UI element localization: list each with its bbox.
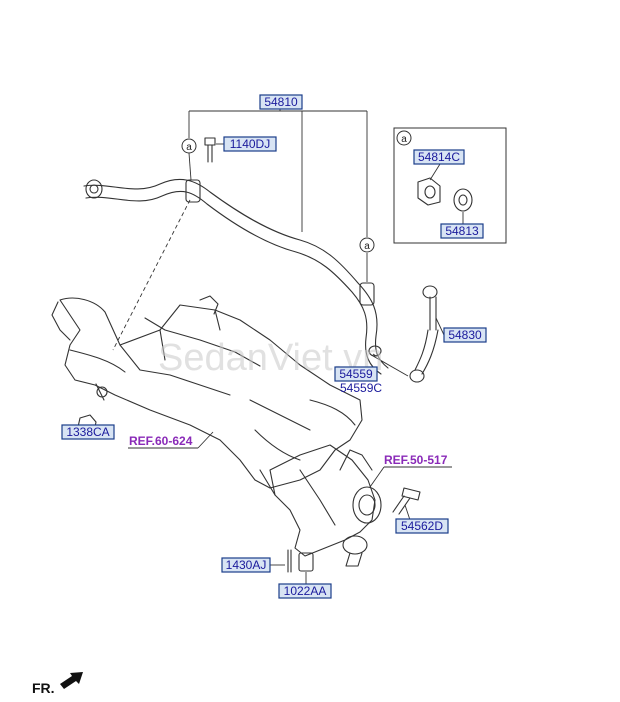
label-54559[interactable]: 54559 xyxy=(334,366,378,382)
svg-text:54562D: 54562D xyxy=(401,519,443,533)
link-drawing xyxy=(409,285,439,383)
label-54562D[interactable]: 54562D xyxy=(395,518,449,534)
label-1022AA[interactable]: 1022AA xyxy=(278,583,332,599)
circle-a-marker-left xyxy=(181,138,197,154)
svg-text:54814C: 54814C xyxy=(418,150,460,164)
label-1140DJ[interactable]: 1140DJ xyxy=(223,136,277,152)
callout-labels: 54810 1140DJ 54814C 54813 54830 54559 54… xyxy=(61,94,487,599)
circle-a-letter-right: a xyxy=(364,241,370,252)
detail-a-parts xyxy=(417,177,473,212)
svg-text:54810: 54810 xyxy=(264,95,298,109)
front-arrow-icon xyxy=(60,672,83,689)
bolt-drawing xyxy=(204,137,216,163)
stabilizer-bar xyxy=(83,178,389,375)
circle-a-marker-right xyxy=(359,237,375,253)
ref-50-517[interactable]: REF.50-517 xyxy=(384,453,448,467)
label-54830[interactable]: 54830 xyxy=(443,327,487,343)
svg-text:1430AJ: 1430AJ xyxy=(226,558,267,572)
detail-a-letter: a xyxy=(401,134,407,145)
circle-a-letter-left: a xyxy=(186,142,192,153)
svg-text:54813: 54813 xyxy=(445,224,479,238)
leader-lines xyxy=(86,103,464,584)
label-54814C[interactable]: 54814C xyxy=(413,149,465,165)
pin-nut-drawing xyxy=(287,549,314,573)
front-label: FR. xyxy=(32,680,55,696)
detail-a-box xyxy=(393,127,507,244)
label-54559C[interactable]: 54559C xyxy=(340,381,382,395)
svg-text:54830: 54830 xyxy=(448,328,482,342)
label-1430AJ[interactable]: 1430AJ xyxy=(221,557,271,573)
front-indicator: FR. xyxy=(32,672,83,696)
label-54810[interactable]: 54810 xyxy=(259,94,303,110)
ref-60-624[interactable]: REF.60-624 xyxy=(129,434,193,448)
knuckle-bolt-drawing xyxy=(392,487,421,515)
svg-text:1022AA: 1022AA xyxy=(284,584,327,598)
label-1338CA[interactable]: 1338CA xyxy=(61,424,115,440)
detail-a-marker xyxy=(396,130,412,146)
drawing-art xyxy=(51,137,473,573)
subframe-drawing xyxy=(51,295,363,496)
label-54813[interactable]: 54813 xyxy=(440,223,484,239)
svg-text:1140DJ: 1140DJ xyxy=(230,137,270,151)
svg-text:54559: 54559 xyxy=(339,367,373,381)
control-arm-drawing xyxy=(269,444,382,567)
svg-text:1338CA: 1338CA xyxy=(66,425,109,439)
